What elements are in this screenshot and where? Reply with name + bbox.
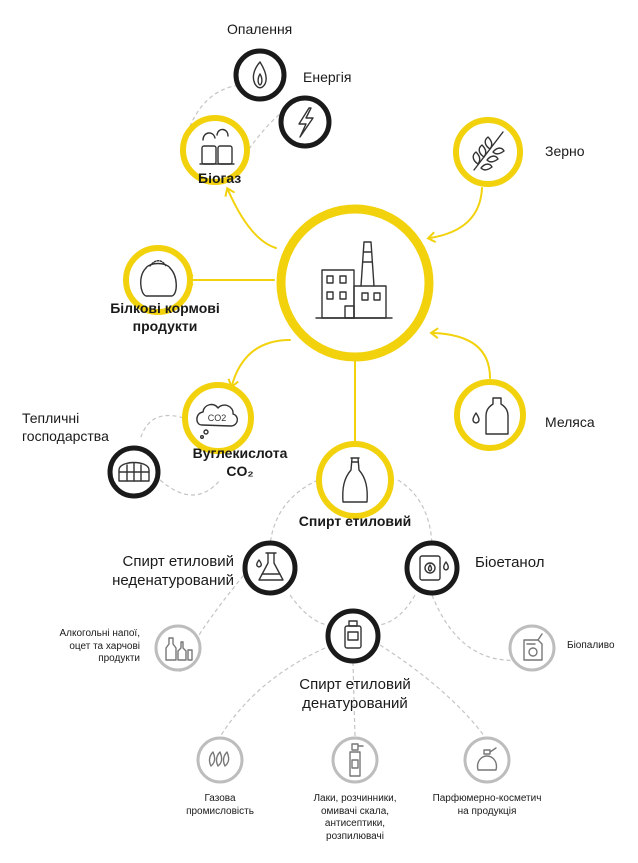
arrow-molasses-factory <box>429 327 491 379</box>
node-denatured <box>325 608 381 664</box>
connector-denatured-varnish <box>352 661 356 738</box>
label-bioethanol: Біоетанол <box>475 554 545 571</box>
node-undenatured <box>242 540 298 596</box>
biogas-plant-icon <box>199 128 235 165</box>
label-greenhouse: Тепличні господарства <box>22 410 109 444</box>
node-factory <box>276 204 434 362</box>
fuel-canister-icon <box>523 633 543 661</box>
arrow-factory-biogas <box>224 186 277 249</box>
perfume-bottle-icon <box>476 747 498 771</box>
label-ethyl-alcohol: Спирт етиловий <box>298 513 412 529</box>
node-beverages <box>154 624 202 672</box>
feed-sack-icon <box>140 260 177 297</box>
connector-ethyl-undenatured <box>269 479 319 546</box>
node-molasses <box>454 379 526 451</box>
connector-ethyl-bioethanol <box>397 479 433 546</box>
label-varnishes: Лаки, розчинники, омивачі скала, антисеп… <box>313 793 397 842</box>
node-gas <box>196 736 244 784</box>
node-ethyl <box>316 441 394 519</box>
connector-bioethanol-biofuel <box>431 594 521 661</box>
label-biofuel: Біопаливо <box>567 640 615 651</box>
connector-greenhouse-co2 <box>159 479 221 496</box>
greenhouse-icon <box>118 461 150 482</box>
node-biogas <box>180 115 250 185</box>
spray-bottle-icon <box>349 743 364 777</box>
arrow-grain-factory <box>426 187 483 244</box>
bioethanol-barrel-icon <box>419 555 449 581</box>
node-feed <box>123 245 193 315</box>
alcohol-bottle-icon <box>342 457 368 503</box>
label-gas-industry: Газова промисловість <box>186 793 254 817</box>
connector-biogas-energy <box>244 109 286 156</box>
denatured-bottle-icon <box>344 620 362 649</box>
label-perfumery: Парфюмерно-косметич на продукція <box>432 793 542 817</box>
label-denatured: Спирт етиловий денатурований <box>299 676 411 712</box>
oil-bottle-icon <box>472 397 509 435</box>
yellow-arrows <box>184 186 491 452</box>
connector-denatured-gas <box>219 647 326 738</box>
label-molasses: Меляса <box>545 414 595 430</box>
flame-icon <box>252 61 267 89</box>
node-co2 <box>182 382 254 454</box>
node-energy <box>278 95 332 149</box>
label-protein-feed: Білкові кормові продукти <box>110 300 220 334</box>
gas-flame-icon <box>208 751 230 767</box>
label-energy: Енергія <box>303 69 352 85</box>
lightning-icon <box>298 107 314 138</box>
label-heating: Опалення <box>227 21 293 37</box>
factory-icon <box>315 241 393 319</box>
label-grain: Зерно <box>545 143 585 159</box>
beverage-bottles-icon <box>165 637 193 661</box>
lab-flask-icon <box>256 552 284 581</box>
wheat-icon <box>472 131 505 171</box>
label-beverages: Алкогольні напої, оцет та харчові продук… <box>59 628 140 664</box>
icons: CO2 <box>118 61 543 777</box>
node-perfume <box>463 736 511 784</box>
label-biogas: Біогаз <box>198 170 242 186</box>
co2-icon-text: CO2 <box>208 413 227 423</box>
arrow-factory-co2 <box>227 339 291 389</box>
label-undenatured: Спирт етиловий неденатурований <box>112 553 234 589</box>
label-co2: Вуглекислота CO₂ <box>192 445 288 479</box>
co2-cloud-icon: CO2 <box>196 403 238 440</box>
connector-denatured-perfume <box>379 644 486 738</box>
